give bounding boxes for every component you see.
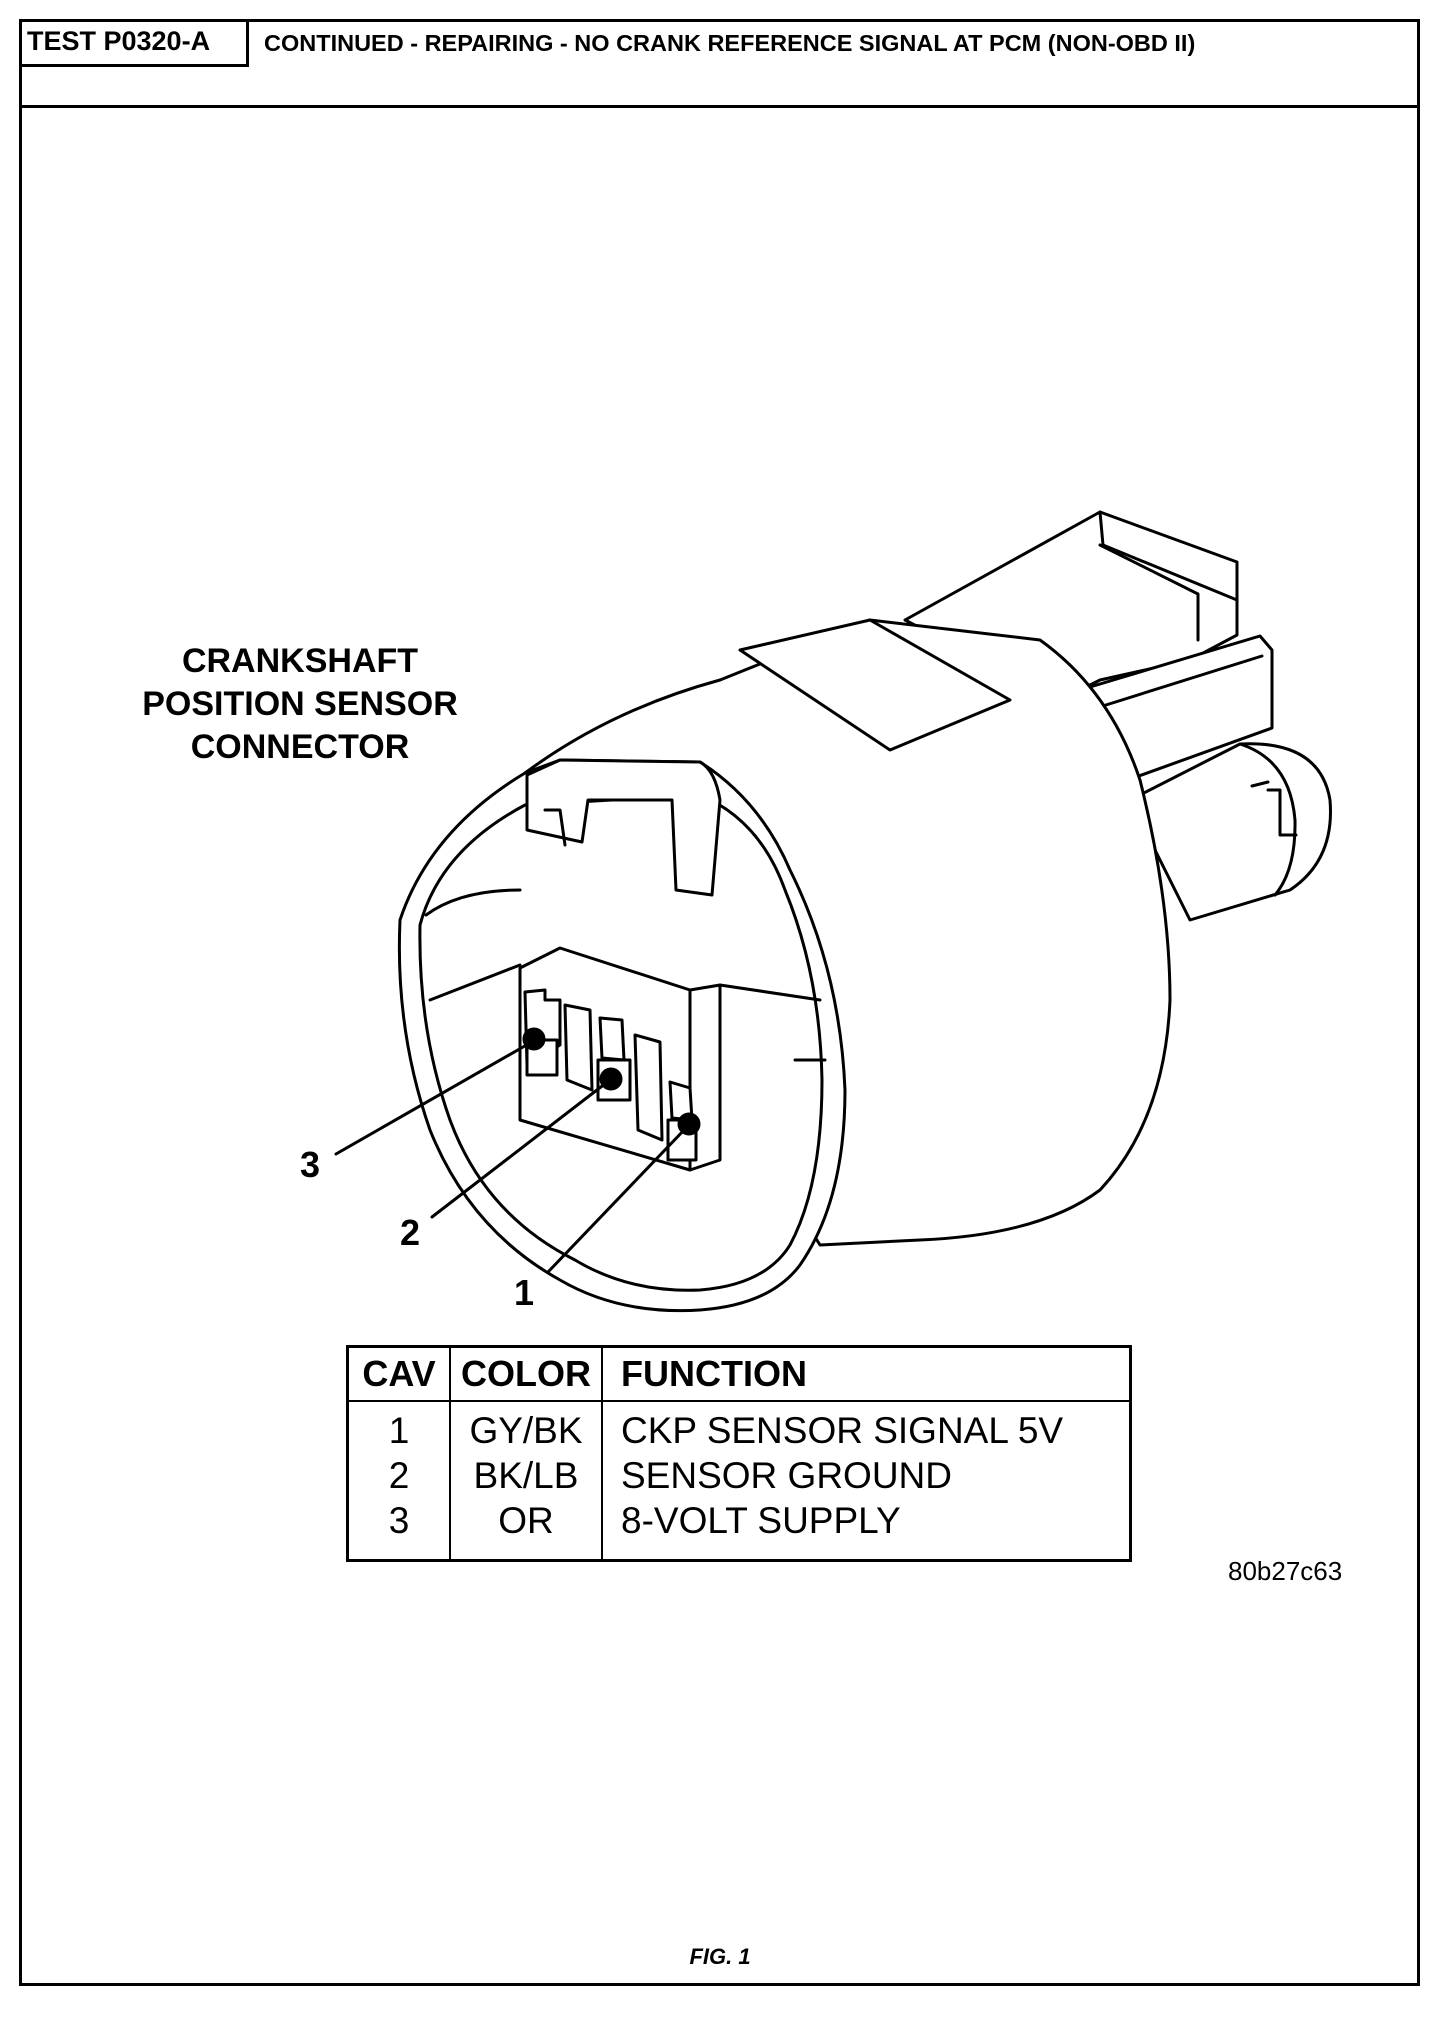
color-cell: GY/BK: [449, 1401, 603, 1453]
header-divider: [19, 105, 1420, 108]
table-row: 2 BK/LB SENSOR GROUND: [346, 1453, 1132, 1498]
connector-illustration: [334, 510, 1332, 1313]
table-row: 3 OR 8-VOLT SUPPLY: [346, 1498, 1132, 1561]
table-header-row: CAV COLOR FUNCTION: [346, 1346, 1132, 1402]
table-row: 1 GY/BK CKP SENSOR SIGNAL 5V: [346, 1401, 1132, 1453]
figure-id: 80b27c63: [1228, 1556, 1343, 1586]
connector-label-line-3: CONNECTOR: [190, 728, 410, 766]
callout-1: 1: [514, 1272, 535, 1313]
cav-cell: 2: [346, 1453, 451, 1498]
leader-line-2: [430, 1081, 608, 1219]
test-id: TEST P0320-A: [19, 19, 249, 67]
header: TEST P0320-A CONTINUED - REPAIRING - NO …: [19, 19, 1420, 69]
header-function: FUNCTION: [601, 1346, 1132, 1402]
header-color: COLOR: [449, 1346, 603, 1402]
figure-caption: FIG. 1: [689, 1944, 751, 1969]
header-cav: CAV: [346, 1346, 451, 1402]
callout-3: 3: [300, 1144, 321, 1185]
header-title: CONTINUED - REPAIRING - NO CRANK REFEREN…: [264, 30, 1196, 56]
pin-table: CAV COLOR FUNCTION 1 GY/BK CKP SENSOR SI…: [346, 1345, 1132, 1562]
callout-2: 2: [400, 1212, 421, 1253]
function-cell: CKP SENSOR SIGNAL 5V: [601, 1401, 1132, 1453]
page-frame: [19, 19, 1420, 1986]
cav-cell: 1: [346, 1401, 451, 1453]
connector-label: CRANKSHAFT POSITION SENSOR CONNECTOR: [100, 640, 500, 769]
cav-cell: 3: [346, 1498, 451, 1561]
color-cell: BK/LB: [449, 1453, 603, 1498]
color-cell: OR: [449, 1498, 603, 1561]
function-cell: 8-VOLT SUPPLY: [601, 1498, 1132, 1561]
leader-line-1: [546, 1126, 688, 1274]
connector-label-line-2: POSITION SENSOR: [142, 685, 458, 723]
connector-label-line-1: CRANKSHAFT: [181, 642, 419, 680]
function-cell: SENSOR GROUND: [601, 1453, 1132, 1498]
leader-line-3: [334, 1041, 532, 1156]
